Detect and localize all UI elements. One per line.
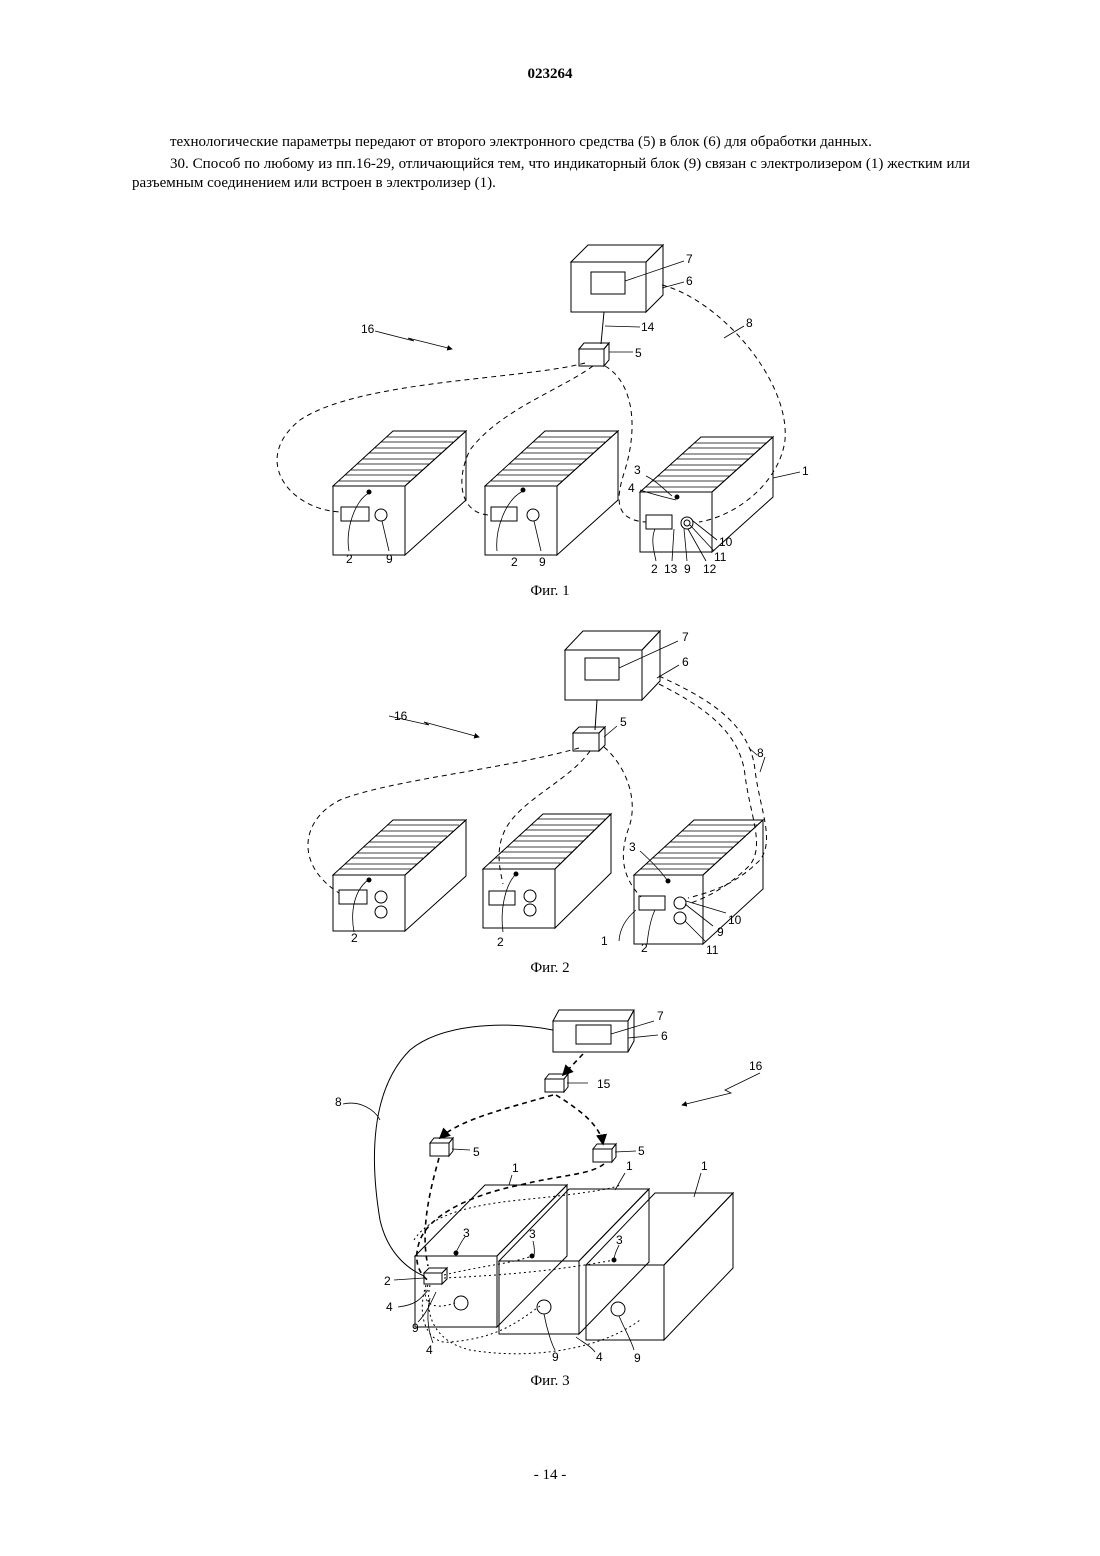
electrolyzer-1 — [499, 1189, 649, 1334]
label: 2 — [497, 935, 504, 949]
label: 3 — [616, 1233, 623, 1247]
label: 9 — [634, 1351, 641, 1365]
figure-caption: Фиг. 1 — [530, 583, 569, 599]
electronic-unit-15 — [545, 1074, 568, 1092]
label: 8 — [746, 316, 753, 330]
label: 4 — [426, 1343, 433, 1357]
label: 7 — [657, 1009, 664, 1023]
label: 15 — [597, 1077, 611, 1091]
label: 7 — [686, 252, 693, 266]
label: 13 — [664, 562, 678, 576]
label: 10 — [728, 913, 742, 927]
processing-block-6 — [565, 631, 660, 700]
label: 1 — [601, 934, 608, 948]
label: 8 — [335, 1095, 342, 1109]
sensor-unit-2 — [424, 1268, 447, 1284]
label: 6 — [682, 655, 689, 669]
electrolyzer-1 — [634, 820, 763, 944]
label: 5 — [620, 715, 627, 729]
label: 6 — [661, 1029, 668, 1043]
label: 4 — [628, 481, 635, 495]
electronic-unit-5 — [593, 1144, 616, 1162]
label: 3 — [634, 463, 641, 477]
label: 14 — [641, 320, 655, 334]
label: 5 — [635, 346, 642, 360]
label: 9 — [386, 552, 393, 566]
label: 3 — [529, 1227, 536, 1241]
figure-caption: Фиг. 2 — [530, 960, 569, 976]
label: 4 — [596, 1350, 603, 1364]
electrolyzer-1 — [640, 437, 773, 552]
label: 2 — [351, 931, 358, 945]
label: 1 — [512, 1161, 519, 1175]
label: 3 — [463, 1226, 470, 1240]
figure-3 — [343, 1010, 760, 1354]
label: 2 — [651, 562, 658, 576]
label: 9 — [552, 1350, 559, 1364]
label: 5 — [638, 1144, 645, 1158]
electronic-unit-5 — [430, 1138, 453, 1156]
label: 9 — [717, 925, 724, 939]
label: 10 — [719, 535, 733, 549]
electronic-unit-5 — [573, 727, 605, 751]
electrolyzer-1 — [586, 1193, 733, 1340]
processing-block-6 — [571, 245, 663, 312]
electrolyzer-1 — [415, 1185, 567, 1327]
label: 2 — [641, 941, 648, 955]
label: 4 — [386, 1300, 393, 1314]
label: 7 — [682, 630, 689, 644]
label: 6 — [686, 274, 693, 288]
figure-caption: Фиг. 3 — [530, 1373, 569, 1389]
label: 16 — [394, 709, 408, 723]
figure-1 — [277, 245, 800, 561]
page-number: - 14 - — [0, 1467, 1100, 1484]
label: 2 — [346, 552, 353, 566]
electronic-unit-5 — [579, 343, 609, 366]
label: 8 — [757, 746, 764, 760]
label: 1 — [802, 464, 809, 478]
label: 16 — [361, 322, 375, 336]
electrolyzer-1 — [485, 431, 618, 555]
label: 5 — [473, 1145, 480, 1159]
electrolyzer-1 — [333, 431, 466, 555]
label: 1 — [701, 1159, 708, 1173]
label: 3 — [629, 840, 636, 854]
label: 12 — [703, 562, 717, 576]
label: 11 — [706, 943, 719, 957]
label: 1 — [626, 1159, 633, 1173]
figure-2-labels: 7 6 16 5 8 3 10 9 1 2 11 2 2 — [351, 630, 764, 957]
label: 2 — [511, 555, 518, 569]
wireless-links — [417, 1054, 604, 1282]
label: 16 — [749, 1059, 763, 1073]
figure-2 — [308, 631, 767, 944]
label: 9 — [684, 562, 691, 576]
label: 9 — [412, 1321, 419, 1335]
wireless-links — [308, 676, 767, 904]
label: 2 — [384, 1274, 391, 1288]
label: 9 — [539, 555, 546, 569]
